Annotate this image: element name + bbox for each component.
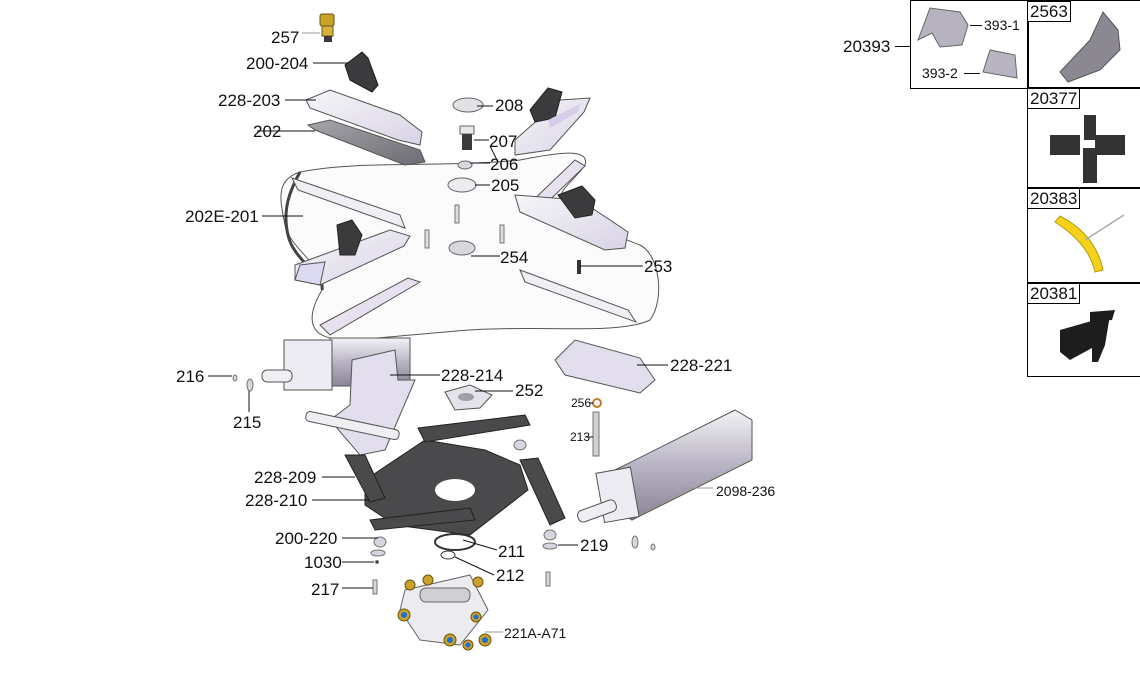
callout-211[interactable]: 211 — [498, 542, 526, 561]
part-228-210-base-plate — [364, 439, 529, 536]
accessory-20381-thumbnail — [1060, 310, 1115, 362]
callout-207[interactable]: 207 — [489, 132, 518, 151]
small-hardware — [232, 374, 656, 595]
accessory-393-2-thumbnail — [982, 49, 1018, 79]
accessory-panel-20377 — [1027, 87, 1140, 189]
callout-256[interactable]: 256 — [571, 396, 592, 410]
part-213-bolt — [592, 411, 600, 457]
callout-200-220[interactable]: 200-220 — [275, 529, 338, 548]
accessory-393-1-label[interactable]: 393-1 — [984, 17, 1020, 33]
part-200-204-jaw-insert — [344, 51, 379, 93]
accessory-393-1-thumbnail — [917, 7, 969, 48]
linkage-arms — [344, 414, 566, 531]
part-254-bushing — [448, 240, 476, 256]
accessory-panel-2563 — [1027, 0, 1140, 89]
part-228-203-jaw-slider — [305, 89, 423, 146]
part-207-bolt — [459, 125, 475, 150]
plate-screws — [424, 204, 505, 249]
accessory-20393-label[interactable]: 20393 — [843, 37, 891, 56]
part-205-washer — [447, 177, 477, 193]
accessory-20377-label[interactable]: 20377 — [1027, 88, 1081, 109]
callout-206[interactable]: 206 — [490, 155, 519, 174]
callout-253[interactable]: 253 — [644, 257, 673, 276]
accessory-20383-label[interactable]: 20383 — [1027, 188, 1081, 209]
part-228-214-bracket — [305, 349, 416, 456]
callout-219[interactable]: 219 — [580, 536, 609, 555]
callout-217[interactable]: 217 — [311, 580, 340, 599]
callout-200-204[interactable]: 200-204 — [246, 54, 309, 73]
accessory-20381-label[interactable]: 20381 — [1027, 283, 1081, 304]
callout-213[interactable]: 213 — [570, 430, 591, 444]
callout-202[interactable]: 202 — [253, 122, 282, 141]
part-252-flange — [444, 384, 493, 411]
callout-228-210[interactable]: 228-210 — [245, 491, 308, 510]
callout-257[interactable]: 257 — [271, 28, 300, 47]
part-253-pin — [577, 260, 581, 274]
callout-1030[interactable]: 1030 — [304, 553, 342, 572]
accessory-393-2-label[interactable]: 393-2 — [922, 65, 958, 81]
leader-lines — [208, 32, 713, 633]
part-256-ring — [592, 398, 602, 408]
accessory-393-1-leader — [970, 25, 982, 26]
callout-216[interactable]: 216 — [176, 367, 205, 386]
callout-228-214[interactable]: 228-214 — [441, 366, 504, 385]
callout-205[interactable]: 205 — [491, 176, 520, 195]
part-257-brass-fitting — [319, 13, 335, 42]
part-211-ring — [434, 533, 476, 551]
part-221a-a71-valve — [397, 574, 492, 651]
jaw-top-right — [514, 87, 591, 156]
part-228-221-slider — [554, 339, 656, 394]
callout-252[interactable]: 252 — [515, 381, 544, 400]
callout-215[interactable]: 215 — [233, 413, 262, 432]
part-212-clip — [440, 550, 456, 560]
callout-202e-201[interactable]: 202E-201 — [185, 207, 259, 226]
callout-254[interactable]: 254 — [500, 248, 529, 267]
part-2098-236-air-cylinder — [577, 409, 753, 524]
callout-228-221[interactable]: 228-221 — [670, 356, 733, 375]
callout-228-203[interactable]: 228-203 — [218, 91, 281, 110]
accessory-panel-20381 — [1027, 282, 1140, 377]
accessory-kit-20393-box — [910, 0, 1029, 89]
callout-2098-236[interactable]: 2098-236 — [716, 483, 776, 499]
accessory-panel-20383 — [1027, 187, 1140, 284]
part-206-lock-washer — [457, 160, 473, 170]
part-208-cap — [452, 97, 484, 113]
accessory-20393-leader — [895, 46, 910, 47]
accessory-20383-thumbnail — [1054, 214, 1125, 273]
callout-221a-a71[interactable]: 221A-A71 — [504, 625, 567, 641]
accessory-2563-label[interactable]: 2563 — [1027, 1, 1071, 22]
jaw-left-on-plate — [294, 219, 411, 286]
accessory-393-2-leader — [964, 73, 980, 74]
accessory-2563-thumbnail — [1059, 11, 1121, 83]
callout-228-209[interactable]: 228-209 — [254, 468, 317, 487]
callout-212[interactable]: 212 — [496, 566, 525, 585]
callout-208[interactable]: 208 — [495, 96, 524, 115]
accessory-20377-thumbnail — [1050, 115, 1125, 183]
jaw-right-on-plate — [514, 185, 629, 251]
part-202-cover-plate — [306, 119, 426, 166]
